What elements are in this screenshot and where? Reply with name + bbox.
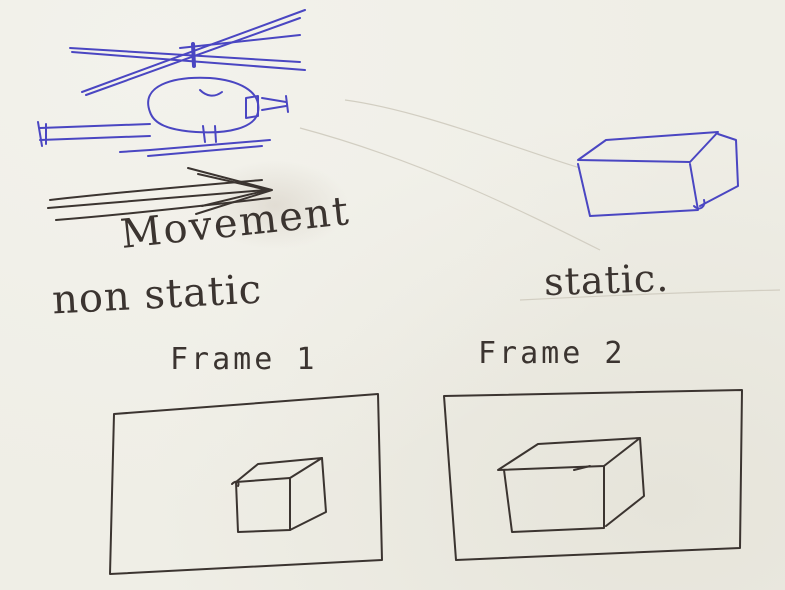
static-box-sketch: [577, 131, 739, 217]
frame-2-label: Frame 2: [478, 336, 626, 371]
frame-1-label: Frame 1: [170, 342, 318, 377]
frame-1-sketch: [109, 393, 383, 575]
movement-arrow: [47, 167, 273, 221]
faint-guide-lines: [299, 99, 781, 301]
static-label: static.: [543, 255, 670, 305]
helicopter-sketch: [37, 9, 306, 157]
frame-2-sketch: [443, 389, 743, 561]
